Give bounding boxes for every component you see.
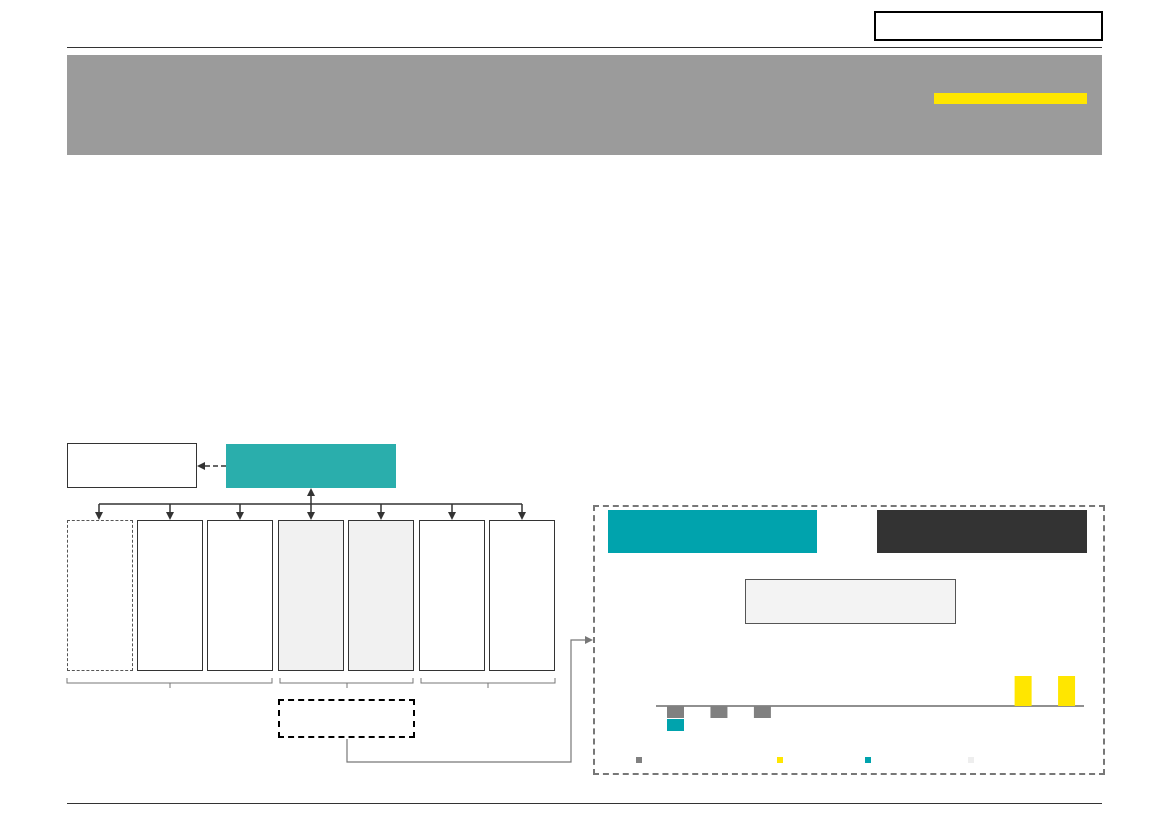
chart-bar-2-series-1 (710, 706, 728, 718)
panel-result-box (745, 579, 956, 624)
chart-bar-3-series-1 (753, 706, 771, 718)
bottom-dashed-box (278, 699, 415, 738)
column-box-4 (278, 520, 344, 671)
legend-swatch-1 (636, 757, 642, 763)
document-tag (874, 11, 1103, 41)
brace-group-3 (420, 678, 556, 688)
legend-swatch-3 (865, 757, 871, 763)
panel-left-header (608, 510, 817, 553)
column-box-3 (207, 520, 273, 671)
top-rule (67, 47, 1102, 48)
banner-accent-bar (934, 93, 1087, 104)
chart-bar-1-series-2 (667, 719, 684, 731)
panel-right-header (877, 510, 1087, 553)
box-to-panel-connector (346, 636, 593, 763)
column-box-1 (67, 520, 133, 671)
chart-bar-1-series-1 (667, 706, 684, 718)
chart-bar-9-series-1 (1014, 676, 1032, 706)
legend-swatch-2 (777, 757, 783, 763)
column-box-2 (137, 520, 203, 671)
chart-bar-10-series-1 (1058, 676, 1076, 706)
legend-swatch-4 (968, 757, 974, 763)
hub-box (226, 444, 396, 488)
column-box-7 (489, 520, 555, 671)
side-box (67, 443, 197, 488)
title-banner (67, 55, 1102, 155)
column-box-5 (348, 520, 414, 671)
brace-group-2 (279, 678, 414, 688)
column-box-6 (419, 520, 485, 671)
brace-group-1 (66, 678, 273, 688)
bottom-rule (67, 803, 1102, 804)
